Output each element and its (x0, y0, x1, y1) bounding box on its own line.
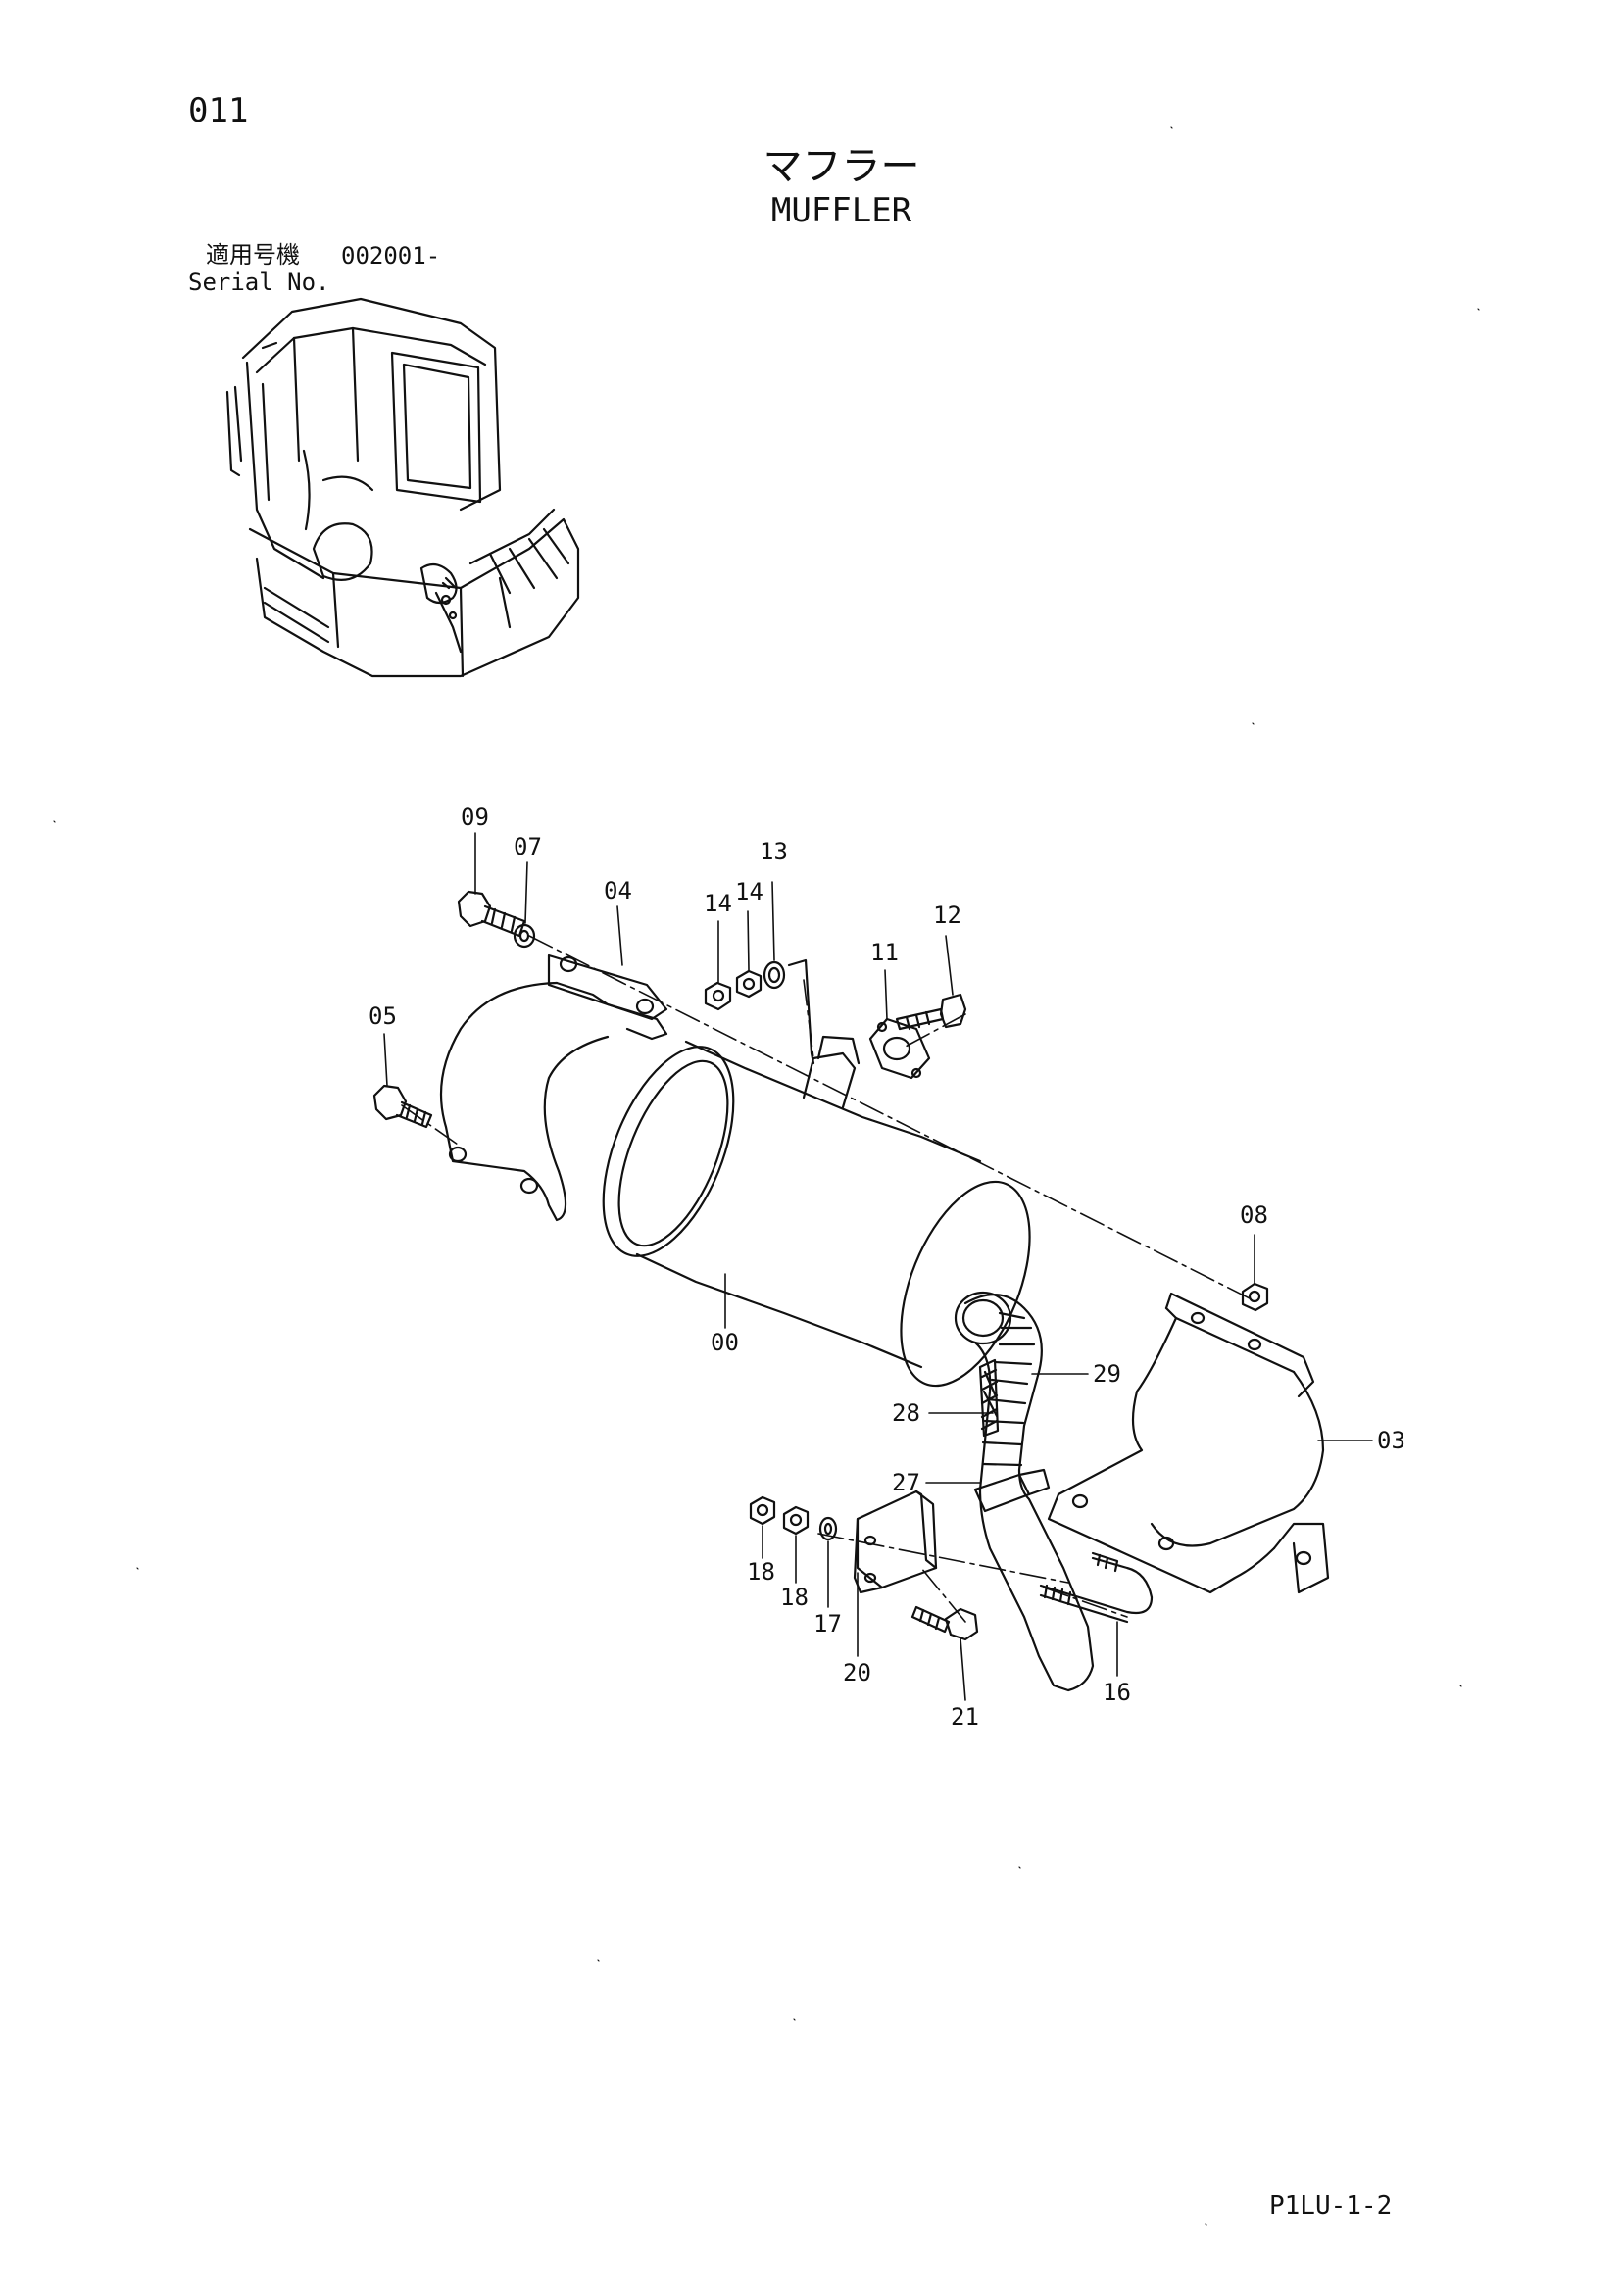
bracket-20 (853, 1490, 938, 1594)
callout-27: 27 (892, 1469, 920, 1496)
callout-29: 29 (1093, 1360, 1121, 1388)
callout-21: 21 (951, 1703, 979, 1731)
callout-13: 13 (760, 838, 788, 865)
serial-label-japanese: 適用号機 (206, 241, 300, 269)
muffler-body-00 (602, 1035, 1031, 1388)
callout-16: 16 (1103, 1679, 1131, 1706)
callout-03: 03 (1377, 1427, 1405, 1454)
callout-00: 00 (711, 1329, 739, 1356)
callout-11: 11 (870, 939, 899, 966)
nuts-18-washer-17 (749, 1495, 838, 1541)
leader-lines (383, 832, 1373, 1701)
bolt-09-washer-07 (457, 890, 536, 949)
callout-05: 05 (369, 1002, 397, 1030)
center-lines (401, 935, 1251, 1623)
callout-09: 09 (461, 804, 489, 831)
title-japanese: マフラー (763, 144, 920, 189)
callout-04: 04 (604, 877, 632, 904)
callout-28: 28 (892, 1399, 920, 1427)
bolt-21 (910, 1605, 979, 1641)
excavator-location-sketch (225, 297, 580, 678)
callout-20: 20 (843, 1659, 871, 1686)
callout-14-left: 14 (704, 890, 732, 917)
bracket-03 (1047, 1292, 1330, 1594)
scan-dust (53, 126, 1480, 2226)
callout-08: 08 (1240, 1201, 1268, 1229)
callout-17: 17 (813, 1610, 842, 1637)
page-number: 011 (188, 91, 249, 130)
callout-18-right: 18 (780, 1584, 809, 1611)
drawing-code: P1LU-1-2 (1269, 2191, 1393, 2221)
callout-14-right: 14 (735, 878, 763, 905)
callout-18-left: 18 (747, 1558, 775, 1586)
bracket-04 (439, 953, 668, 1222)
bolt-12 (895, 993, 967, 1031)
serial-number-value: 002001- (341, 242, 441, 269)
callout-12: 12 (933, 902, 961, 929)
callout-07: 07 (514, 833, 542, 860)
title-english: MUFFLER (770, 191, 912, 230)
tail-pipe-29 (961, 1294, 1095, 1692)
callout-labels: 09 07 04 13 14 14 11 12 05 08 00 29 28 0… (369, 804, 1405, 1731)
serial-label-english: Serial No. (188, 269, 330, 296)
nuts-14-washer-13 (704, 958, 815, 1065)
u-bolt-16 (1039, 1551, 1154, 1624)
